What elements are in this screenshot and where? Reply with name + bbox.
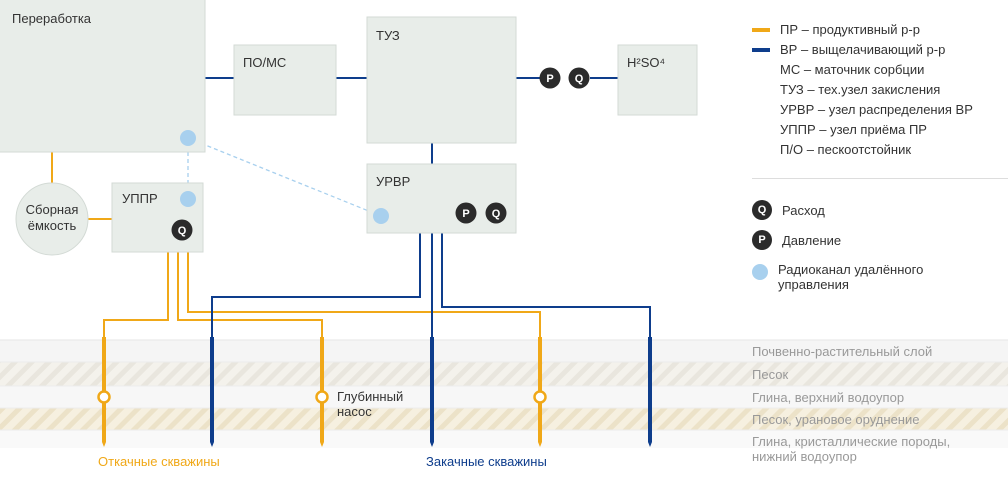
flow-badge: Q — [171, 219, 193, 241]
layer-sand-ore — [0, 408, 1008, 430]
svg-text:P: P — [462, 208, 469, 220]
vr-line-swatch — [752, 47, 770, 52]
legend-text: Расход — [782, 202, 825, 218]
legend-item-urvr: УРВР – узел распределения ВР — [780, 102, 973, 117]
svg-text:P: P — [546, 73, 553, 85]
uppr-label: УППР — [122, 191, 158, 206]
pr-pipes — [51, 152, 541, 337]
svg-text:Q: Q — [575, 73, 584, 85]
vr-pipes — [205, 77, 651, 337]
layer-clay-lower — [0, 430, 1008, 448]
layer-label-clay-upper: Глина, верхний водоупор — [752, 390, 905, 405]
legend-item-uppr: УППР – узел приёма ПР — [780, 122, 927, 137]
tank-label-line2: ёмкость — [28, 218, 77, 233]
flow-badge-icon: Q — [752, 200, 772, 220]
pumping-wells — [97, 337, 547, 447]
legend-item-tuz: ТУЗ – тех.узел закисления — [780, 82, 940, 97]
pump-icon — [315, 390, 329, 404]
processing-label: Переработка — [12, 11, 92, 26]
layer-sand — [0, 362, 1008, 386]
tuz-box — [366, 16, 517, 144]
legend-text: Радиоканал удалённого — [778, 262, 924, 277]
layer-label-clay-lower-2: нижний водоупор — [752, 449, 857, 464]
legend-divider — [752, 178, 1008, 179]
ground-layers — [0, 339, 1008, 448]
layer-soil — [0, 340, 1008, 362]
legend-text: управления — [778, 277, 849, 292]
acid-label: H²SO⁴ — [627, 55, 665, 70]
urvr-label: УРВР — [376, 174, 410, 189]
radio-dot-icon — [373, 208, 389, 224]
injection-wells-caption: Закачные скважины — [426, 454, 547, 469]
legend-text: Давление — [782, 232, 842, 248]
tank-label-line1: Сборная — [26, 202, 79, 217]
legend-abbr: МС — [780, 62, 801, 77]
pressure-badge: P — [539, 67, 561, 89]
legend-item-pressure: P Давление — [752, 230, 841, 250]
legend-item-vr: ВР – выщелачивающий р-р — [752, 42, 945, 57]
legend-abbr: П/О — [780, 142, 804, 157]
legend-text: – пескоотстойник — [806, 142, 912, 157]
svg-text:Q: Q — [178, 225, 187, 237]
pump-icon — [97, 390, 111, 404]
po-ms-label: ПО/МС — [243, 55, 286, 70]
flow-badge: Q — [485, 202, 507, 224]
pump-icon — [533, 390, 547, 404]
pr-line-swatch — [752, 27, 770, 32]
legend-text: – продуктивный р-р — [801, 22, 920, 37]
layer-label-soil: Почвенно-растительный слой — [752, 344, 933, 359]
legend-item-pr: ПР – продуктивный р-р — [752, 22, 920, 37]
legend-text: – узел приёма ПР — [819, 122, 927, 137]
legend-item-flow: Q Расход — [752, 200, 825, 220]
injection-wells — [210, 337, 652, 447]
pressure-badge-icon: P — [752, 230, 772, 250]
legend-abbr: ВР — [780, 42, 798, 57]
legend-text: – узел распределения ВР — [817, 102, 973, 117]
acid-box — [617, 44, 698, 116]
flow-badge: Q — [568, 67, 590, 89]
legend-abbr: УРВР — [780, 102, 815, 117]
collection-tank — [15, 182, 89, 256]
legend-abbr: ТУЗ — [780, 82, 804, 97]
radio-dot-icon — [180, 130, 196, 146]
pumping-wells-caption: Откачные скважины — [98, 454, 220, 469]
svg-text:Q: Q — [492, 208, 501, 220]
legend-abbr: ПР — [780, 22, 799, 37]
radio-dot-icon — [752, 264, 768, 280]
legend-text: – тех.узел закисления — [807, 82, 941, 97]
legend-abbr: УППР — [780, 122, 816, 137]
legend-item-radio: Радиоканал удалённого управления — [752, 262, 923, 292]
layer-label-clay-lower-1: Глина, кристаллические породы, — [752, 434, 951, 449]
processing-box — [0, 0, 206, 153]
legend-text: – выщелачивающий р-р — [800, 42, 946, 57]
injection-well — [430, 337, 434, 447]
injection-well — [210, 337, 214, 447]
radio-dot-icon — [180, 191, 196, 207]
tuz-label: ТУЗ — [376, 28, 400, 43]
layer-clay-upper — [0, 386, 1008, 408]
po-ms-box — [233, 44, 337, 116]
pump-label-line1: Глубинный — [337, 389, 403, 404]
legend-item-ms: МС – маточник сорбции — [780, 62, 924, 77]
injection-well — [648, 337, 652, 447]
legend-text: – маточник сорбции — [803, 62, 925, 77]
layer-label-sand-ore: Песок, урановое оруднение — [752, 412, 920, 427]
legend-item-po: П/О – пескоотстойник — [780, 142, 911, 157]
pump-label-line2: насос — [337, 404, 372, 419]
pressure-badge: P — [455, 202, 477, 224]
radio-link-line — [187, 137, 382, 217]
layer-label-sand: Песок — [752, 367, 789, 382]
